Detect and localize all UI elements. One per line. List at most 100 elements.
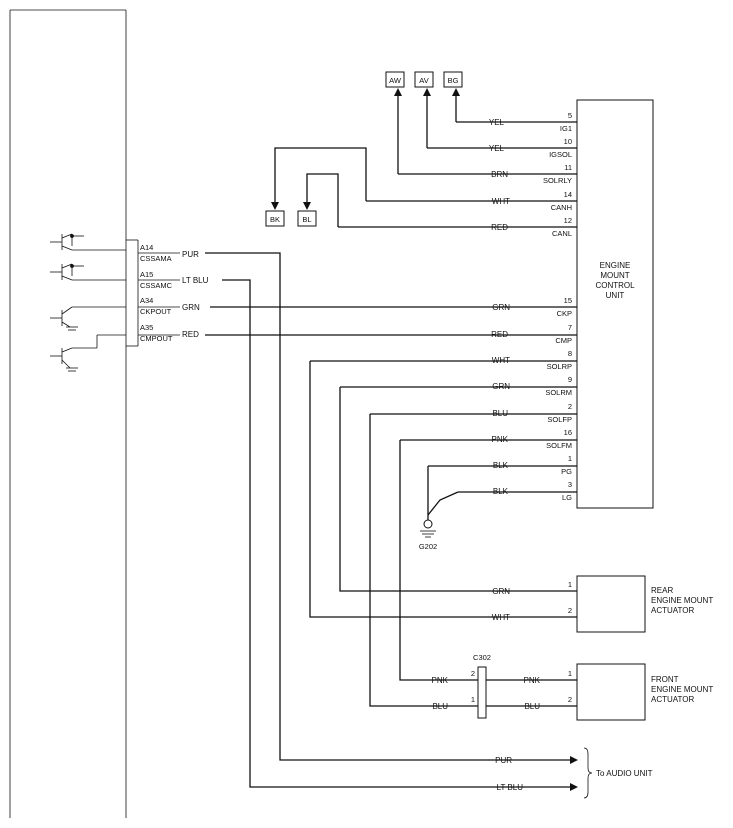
emcu-pin-wire: GRN <box>492 303 510 312</box>
audio-wire-ltblu: LT BLU <box>497 783 524 792</box>
emcu-pin-signal: IG1 <box>560 124 572 133</box>
emcu-pin-wire: RED <box>491 223 508 232</box>
connector-aw-label: AW <box>389 76 402 85</box>
ecm-connector-bracket <box>126 239 139 347</box>
can-connector-wiring: BK BL <box>265 147 367 227</box>
ecm-pin-a35: A35 <box>140 323 153 332</box>
connector-bg <box>443 71 463 88</box>
c302-wire-right-blu: BLU <box>524 702 540 711</box>
connector-c302: C302 2 1 PNK BLU PNK BLU <box>432 653 541 719</box>
ecm-wire-pur: PUR <box>182 250 199 259</box>
emcu-pin-wire: PNK <box>492 435 509 444</box>
emcu-pin-wire: YEL <box>489 144 505 153</box>
emcu-pin-wire: WHT <box>492 197 510 206</box>
emcu-pin-num: 15 <box>564 296 572 305</box>
c302-pin-2: 2 <box>471 669 475 678</box>
emcu-pin-wire: BRN <box>491 170 508 179</box>
emcu-pin-num: 3 <box>568 480 572 489</box>
c302-wire-left-pnk: PNK <box>432 676 449 685</box>
ecm-signal-cmpout: CMPOUT <box>140 334 173 343</box>
signal-wires <box>205 252 577 788</box>
front-actuator-label-2: ENGINE MOUNT <box>651 685 713 694</box>
emcu-pin-num: 7 <box>568 323 572 332</box>
emcu-label-line-4: UNIT <box>606 291 625 300</box>
emcu-pin-num: 2 <box>568 402 572 411</box>
ecm-pin-a15: A15 <box>140 270 153 279</box>
ecm-pin-a14: A14 <box>140 243 153 252</box>
front-actuator-pin-2: 2 <box>568 695 572 704</box>
rear-actuator-label-2: ENGINE MOUNT <box>651 596 713 605</box>
emcu-pin-wire: YEL <box>489 118 505 127</box>
emcu-pin-signal: SOLFP <box>547 415 572 424</box>
audio-wire-pur: PUR <box>495 756 512 765</box>
connector-bk <box>265 210 285 227</box>
emcu-label-line-1: ENGINE <box>600 261 631 270</box>
ecm-wire-grn: GRN <box>182 303 200 312</box>
emcu-pin-signal: LG <box>562 493 572 502</box>
audio-brace <box>583 747 593 799</box>
emcu-pin-signal: SOLFM <box>546 441 572 450</box>
connector-bl-label: BL <box>302 215 311 224</box>
top-connector-wiring: AW AV BG <box>385 71 463 174</box>
ecm-column <box>9 9 127 818</box>
rear-actuator-label-3: ACTUATOR <box>651 606 694 615</box>
audio-unit-label: To AUDIO UNIT <box>596 769 653 778</box>
ground-label: G202 <box>419 542 437 551</box>
emcu-pin-labels: 5 IG1 YEL 10 IGSOL YEL 11 SOLRLY BRN 14 … <box>489 111 572 502</box>
emcu-pin-num: 1 <box>568 454 572 463</box>
emcu-pin-num: 11 <box>564 163 572 172</box>
c302-wire-left-blu: BLU <box>432 702 448 711</box>
rear-actuator-pin-1: 1 <box>568 580 572 589</box>
emcu-pin-signal: CANL <box>552 229 572 238</box>
ecm-wire-red: RED <box>182 330 199 339</box>
engine-mount-control-unit: ENGINE MOUNT CONTROL UNIT <box>576 99 654 509</box>
emcu-pin-wire: BLK <box>493 461 509 470</box>
ecm-wire-ltblu: LT BLU <box>182 276 209 285</box>
emcu-pin-num: 5 <box>568 111 572 120</box>
emcu-pin-wire: WHT <box>492 356 510 365</box>
rear-engine-mount-actuator: 1 2 GRN WHT REAR ENGINE MOUNT ACTUATOR <box>492 575 713 633</box>
c302-wire-right-pnk: PNK <box>524 676 541 685</box>
rear-actuator-pin-2: 2 <box>568 606 572 615</box>
rear-actuator-label-1: REAR <box>651 586 673 595</box>
front-engine-mount-actuator: 1 2 FRONT ENGINE MOUNT ACTUATOR <box>568 663 713 721</box>
connector-aw <box>385 71 405 88</box>
emcu-pin-wire: BLU <box>492 409 508 418</box>
emcu-pin-wire: BLK <box>493 487 509 496</box>
front-actuator-label-3: ACTUATOR <box>651 695 694 704</box>
rear-actuator-wire-1: GRN <box>492 587 510 596</box>
ecm-signal-cssama: CSSAMA <box>140 254 172 263</box>
emcu-pin-num: 9 <box>568 375 572 384</box>
emcu-pin-num: 14 <box>564 190 572 199</box>
ecm-signal-cssamc: CSSAMC <box>140 281 173 290</box>
c302-label: C302 <box>473 653 491 662</box>
emcu-pin-signal: CANH <box>551 203 572 212</box>
front-actuator-label-1: FRONT <box>651 675 679 684</box>
emcu-pin-num: 8 <box>568 349 572 358</box>
front-actuator-pin-1: 1 <box>568 669 572 678</box>
emcu-pin-num: 12 <box>564 216 572 225</box>
emcu-pin-wire: RED <box>491 330 508 339</box>
emcu-pin-wires <box>310 121 577 493</box>
emcu-pin-num: 16 <box>564 428 572 437</box>
ecm-pin-a34: A34 <box>140 296 153 305</box>
emcu-pin-signal: PG <box>561 467 572 476</box>
connector-bg-label: BG <box>448 76 459 85</box>
connector-av <box>414 71 434 88</box>
emcu-label-line-2: MOUNT <box>600 271 629 280</box>
ground-g202: G202 <box>419 519 437 551</box>
emcu-label-line-3: CONTROL <box>595 281 635 290</box>
emcu-pin-num: 10 <box>564 137 572 146</box>
ecm-signal-ckpout: CKPOUT <box>140 307 172 316</box>
emcu-pin-signal: SOLRLY <box>543 176 572 185</box>
emcu-pin-signal: CMP <box>555 336 572 345</box>
connector-bk-label: BK <box>270 215 280 224</box>
emcu-pin-signal: SOLRM <box>545 388 572 397</box>
emcu-pin-signal: CKP <box>557 309 572 318</box>
rear-actuator-wire-2: WHT <box>492 613 510 622</box>
emcu-pin-signal: SOLRP <box>547 362 572 371</box>
connector-bl <box>297 210 317 227</box>
connector-av-label: AV <box>419 76 428 85</box>
audio-unit-connection: PUR LT BLU To AUDIO UNIT <box>495 747 653 799</box>
